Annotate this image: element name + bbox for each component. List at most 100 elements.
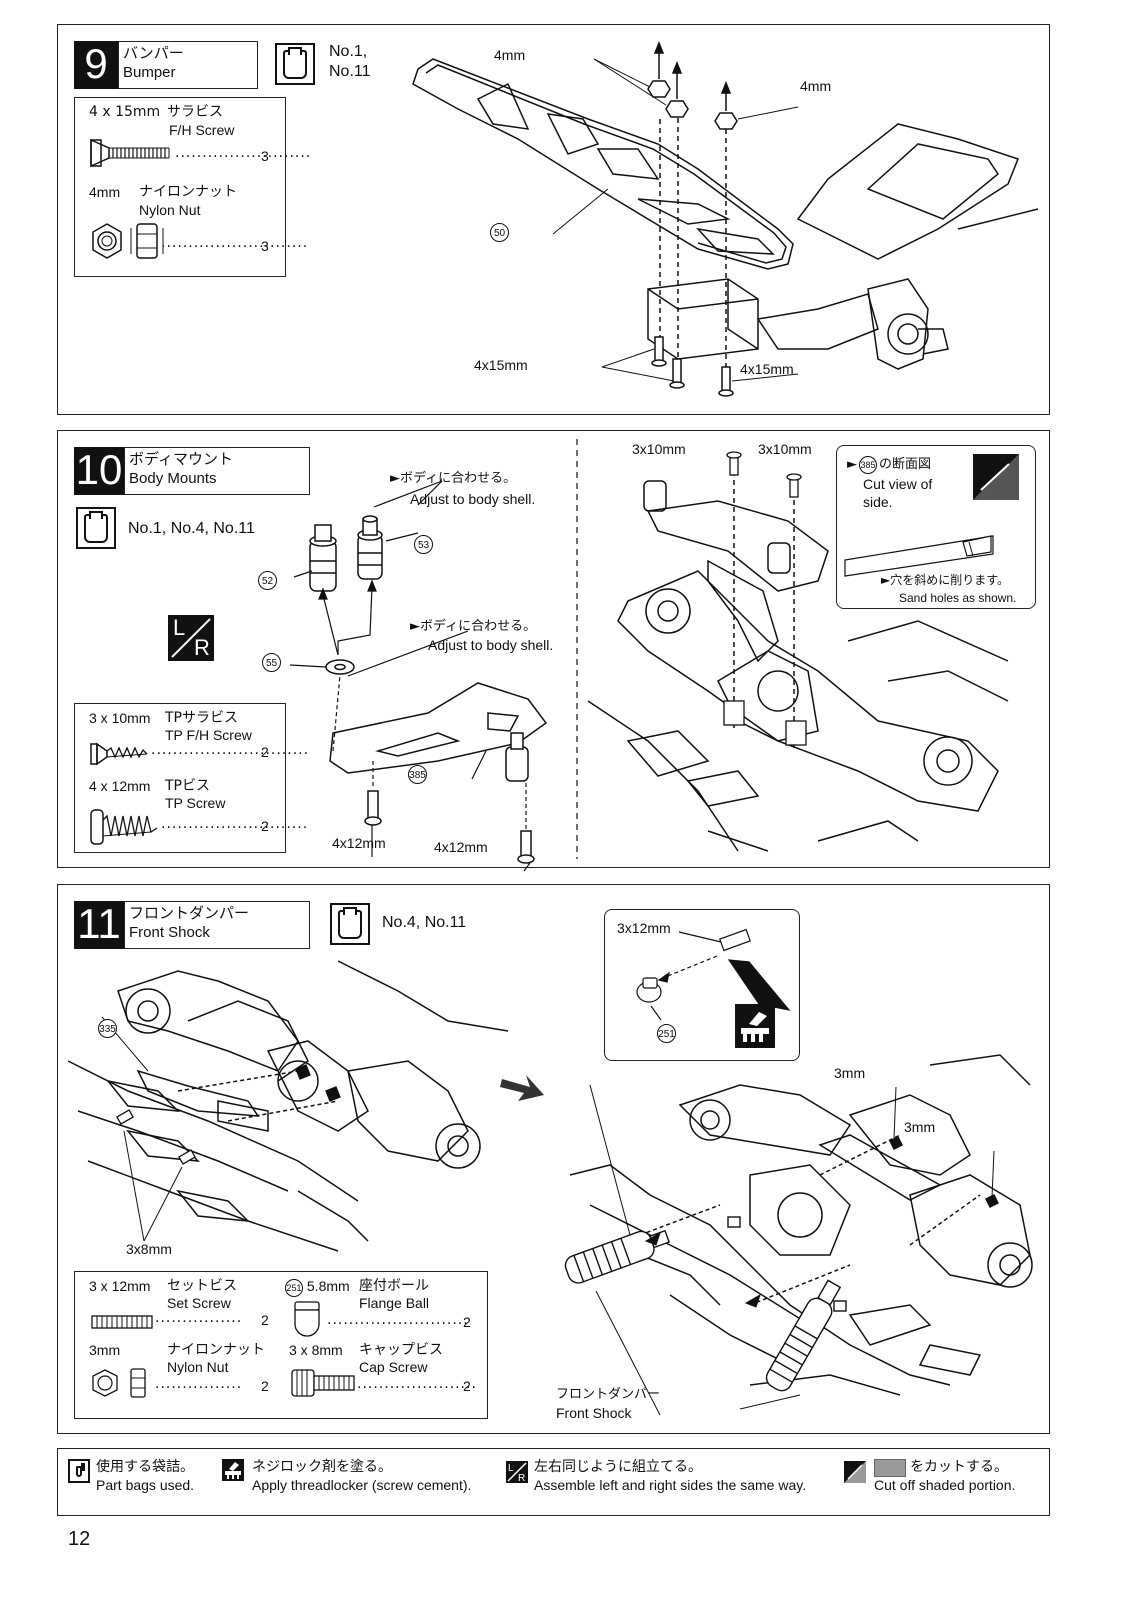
cut-view-en: Cut view of <box>863 476 933 492</box>
flange-ball-icon <box>294 1301 320 1337</box>
part-name-en: Set Screw <box>167 1295 231 1311</box>
step-number: 11 <box>74 901 124 949</box>
step-title-en: Bumper <box>123 64 176 81</box>
step-10-panel: 10 ボディマウント Body Mounts No.1, No.4, No.11… <box>57 430 1050 872</box>
part-size: 4 x 12mm <box>89 778 151 794</box>
step-title-en: Front Shock <box>129 924 210 941</box>
part-qty: 2 <box>463 1378 471 1394</box>
part-qty: 2 <box>261 744 269 760</box>
step-title-jp: フロントダンパー <box>129 904 250 922</box>
svg-text:L: L <box>508 1463 514 1474</box>
bag-icon <box>68 1459 90 1483</box>
label-screw-4x12mm: 4x12mm <box>434 839 488 855</box>
cap-screw-icon <box>291 1369 355 1397</box>
dotted-leader: ................ <box>155 1310 243 1326</box>
step-title: バンパー Bumper <box>118 41 258 89</box>
label-screw-3x10mm: 3x10mm <box>632 441 686 457</box>
legend-lr-en: Assemble left and right sides the same w… <box>534 1477 807 1493</box>
sand-note-en: Sand holes as shown. <box>899 591 1017 605</box>
bag-icon <box>76 507 116 549</box>
part-ref-50: 50 <box>490 223 509 242</box>
part-name-jp: ナイロンナット <box>139 184 237 200</box>
cut-icon <box>973 454 1019 500</box>
part-size: 4 x 15mm <box>89 104 161 120</box>
parts-list: 3 x 12mm セットビス Set Screw ...............… <box>74 1271 488 1419</box>
dotted-leader: ........................... <box>161 816 309 832</box>
part-ref-52: 52 <box>258 571 277 590</box>
shaded-swatch <box>874 1459 906 1477</box>
bag-list: No.4, No.11 <box>382 914 467 931</box>
legend-bag-jp: 使用する袋詰。 <box>96 1459 194 1475</box>
lr-icon-l: L <box>173 615 186 640</box>
bumper-assembly-drawing <box>412 40 1039 397</box>
part-qty: 3 <box>261 238 269 254</box>
part-size: 3 x 8mm <box>289 1342 343 1358</box>
front-shock-assembly-drawing <box>564 1054 1033 1416</box>
part-size: 3 x 10mm <box>89 710 151 726</box>
bag-list: No.1, No.11 <box>329 43 371 80</box>
svg-text:R: R <box>518 1473 525 1483</box>
parts-list: 3 x 10mm TPサラビス TP F/H Screw ...........… <box>74 703 308 853</box>
legend-lr-jp: 左右同じように組立てる。 <box>534 1459 702 1475</box>
part-size: 251 5.8mm <box>285 1278 350 1297</box>
part-name-en: Cap Screw <box>359 1359 428 1375</box>
bag-icon <box>330 903 370 945</box>
label-cap-screw-3x8mm: 3x8mm <box>126 1241 172 1257</box>
dotted-leader: ......................... <box>175 145 312 161</box>
part-ref-335: 335 <box>98 1019 117 1038</box>
dotted-leader: ...................... <box>357 1376 477 1392</box>
label-screw-4x15mm: 4x15mm <box>474 357 528 373</box>
sand-note-jp: ►穴を斜めに削ります。 <box>881 573 1010 587</box>
legend-cut-jp: をカットする。 <box>910 1459 1008 1475</box>
adjust-note-en: Adjust to body shell. <box>410 491 536 507</box>
part-qty: 2 <box>261 1312 269 1328</box>
dotted-leader: ................ <box>155 1376 243 1392</box>
label-set-screw-3x12mm: 3x12mm <box>617 920 671 936</box>
part-ref-53: 53 <box>414 535 433 554</box>
page-number: 12 <box>68 1528 91 1550</box>
part-name-en: Flange Ball <box>359 1295 430 1311</box>
part-name-jp: ナイロンナット <box>167 1342 265 1358</box>
label-nut-3mm: 3mm <box>904 1119 936 1135</box>
fh-screw-icon <box>90 138 170 168</box>
part-size: 4mm <box>89 184 121 200</box>
part-name-jp: サラビス <box>167 104 223 120</box>
label-nut-4mm: 4mm <box>494 47 526 63</box>
legend-bag-en: Part bags used. <box>96 1477 195 1493</box>
step-number: 9 <box>74 41 118 89</box>
dotted-leader: .......................... <box>327 1312 469 1328</box>
divider <box>576 439 578 859</box>
front-shock-label-en: Front Shock <box>556 1405 632 1421</box>
part-ref-385: 385 <box>408 765 427 784</box>
legend-threadlocker-jp: ネジロック剤を塗る。 <box>252 1459 392 1475</box>
nylon-nut-icon <box>92 1368 146 1398</box>
front-shock-label-jp: フロントダンパー <box>556 1387 661 1402</box>
label-screw-3x10mm: 3x10mm <box>758 441 812 457</box>
threadlocker-icon <box>222 1459 244 1481</box>
label-screw-4x15mm: 4x15mm <box>740 361 794 377</box>
part-name-en: F/H Screw <box>169 122 235 138</box>
part-name-jp: TPビス <box>165 778 210 794</box>
adjust-note-en: Adjust to body shell. <box>428 637 554 653</box>
body-mount-exploded-drawing <box>289 480 548 872</box>
legend-bar: 使用する袋詰。 Part bags used. ネジロック剤を塗る。 Apply… <box>57 1448 1050 1516</box>
lr-icon-r: R <box>194 635 210 660</box>
tp-screw-icon <box>90 809 158 845</box>
part-qty: 2 <box>463 1314 471 1330</box>
legend-cut-en: Cut off shaded portion. <box>874 1477 1016 1493</box>
bag-icon <box>275 43 315 85</box>
part-qty: 2 <box>261 818 269 834</box>
legend-threadlocker-en: Apply threadlocker (screw cement). <box>252 1477 472 1493</box>
part-name-en: TP F/H Screw <box>165 727 252 743</box>
part-name-en: Nylon Nut <box>167 1359 229 1375</box>
set-screw-ball-drawing <box>636 928 791 1021</box>
step-title: フロントダンパー Front Shock <box>124 901 310 949</box>
front-shock-mount-drawing <box>67 960 509 1252</box>
part-ref-385: 385 <box>859 456 877 474</box>
cut-section-drawing <box>844 535 994 577</box>
step-title: ボディマウント Body Mounts <box>124 447 310 495</box>
step-title-en: Body Mounts <box>129 470 217 487</box>
